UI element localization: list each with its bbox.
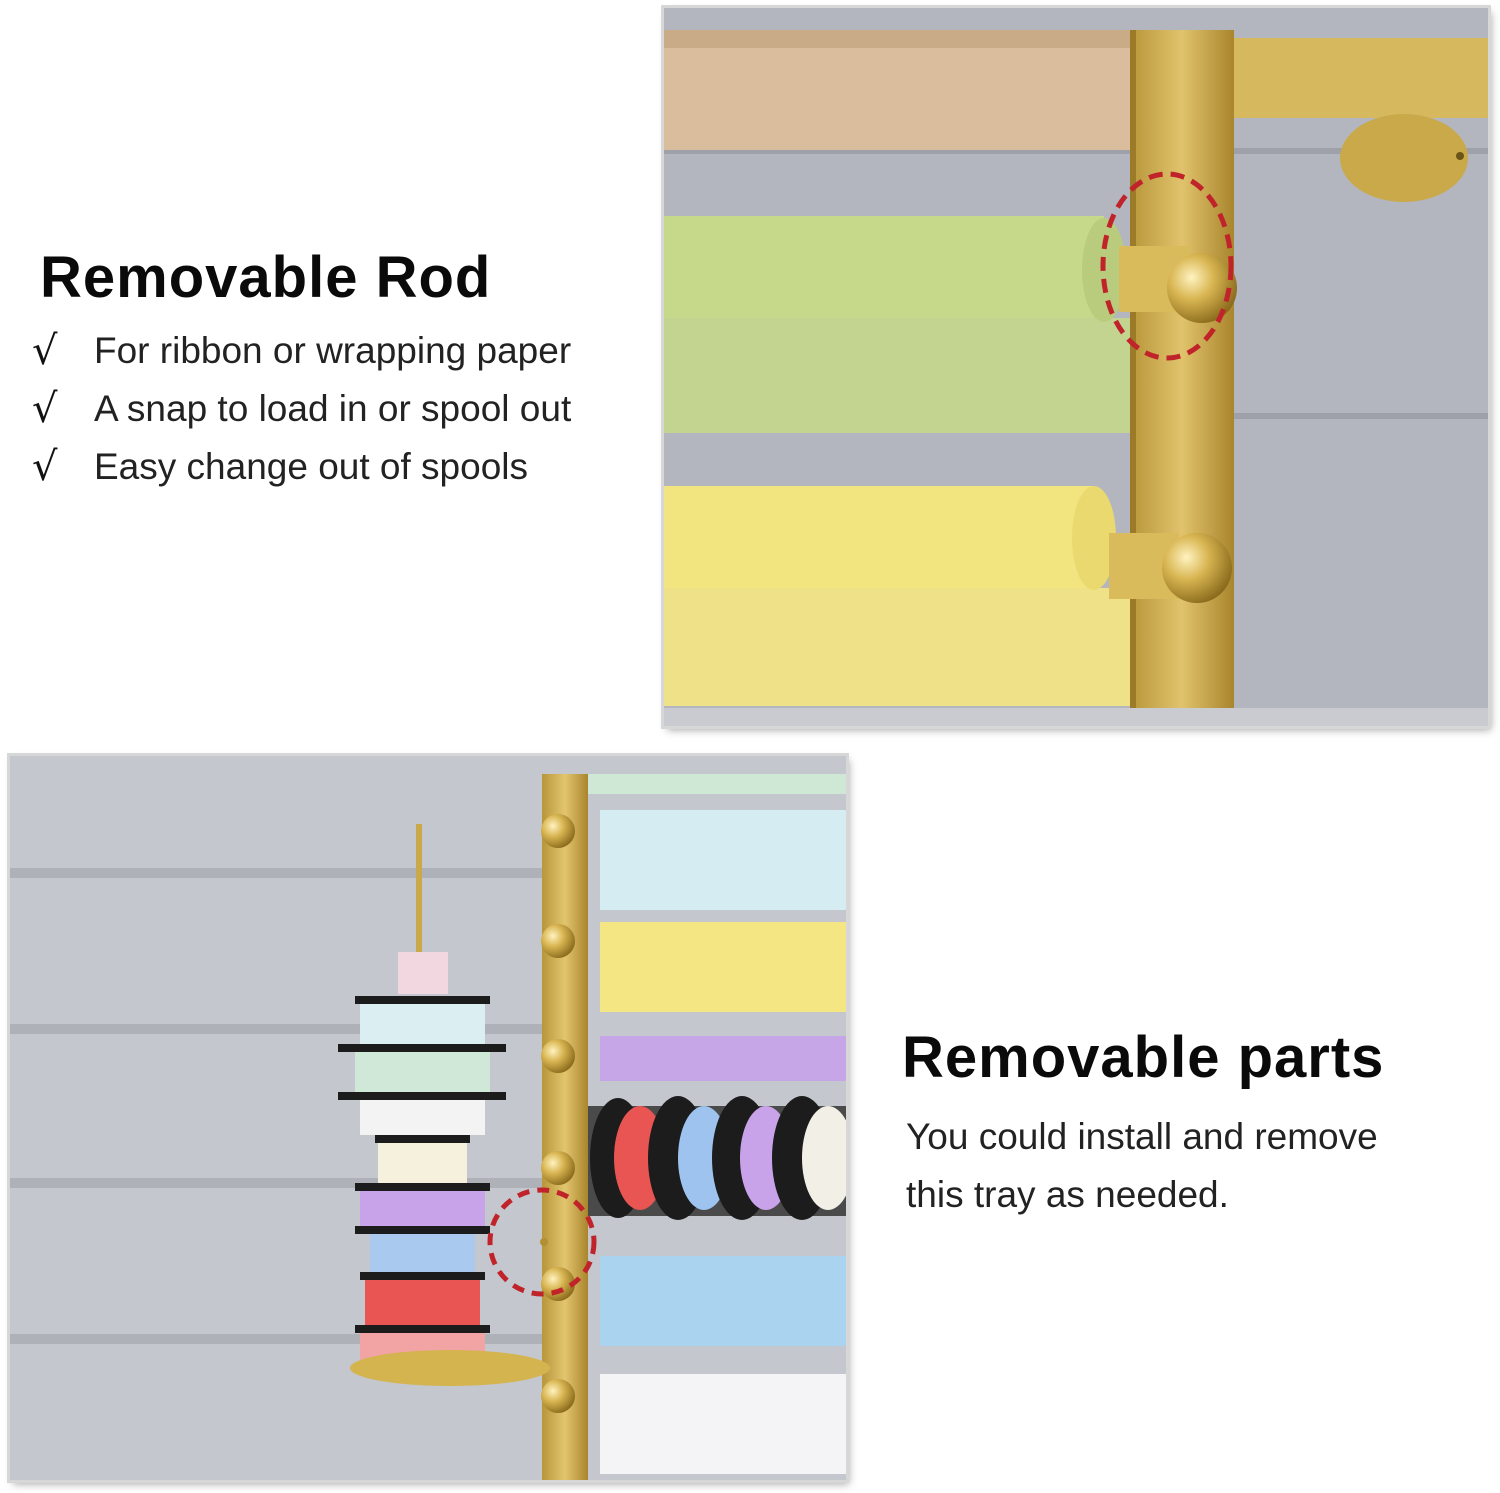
feature-list: √ For ribbon or wrapping paper √ A snap … <box>32 322 571 496</box>
rod-closeup-photo <box>664 8 1488 726</box>
description-line: You could install and remove <box>906 1116 1378 1157</box>
checkmark-icon: √ <box>32 328 58 374</box>
feature-item: √ Easy change out of spools <box>32 438 571 496</box>
removable-rod-title: Removable Rod <box>40 245 492 310</box>
checkmark-icon: √ <box>32 444 58 490</box>
feature-item: √ A snap to load in or spool out <box>32 380 571 438</box>
feature-item: √ For ribbon or wrapping paper <box>32 322 571 380</box>
feature-label: For ribbon or wrapping paper <box>94 330 572 371</box>
checkmark-icon: √ <box>32 386 58 432</box>
removable-parts-title: Removable parts <box>902 1025 1385 1090</box>
feature-label: A snap to load in or spool out <box>94 388 572 429</box>
tray-spools-photo <box>10 756 846 1480</box>
removable-parts-description: You could install and remove this tray a… <box>906 1108 1378 1224</box>
highlight-circle <box>487 1187 597 1297</box>
highlight-circle <box>1100 171 1234 361</box>
feature-label: Easy change out of spools <box>94 446 529 487</box>
description-line: this tray as needed. <box>906 1174 1229 1215</box>
